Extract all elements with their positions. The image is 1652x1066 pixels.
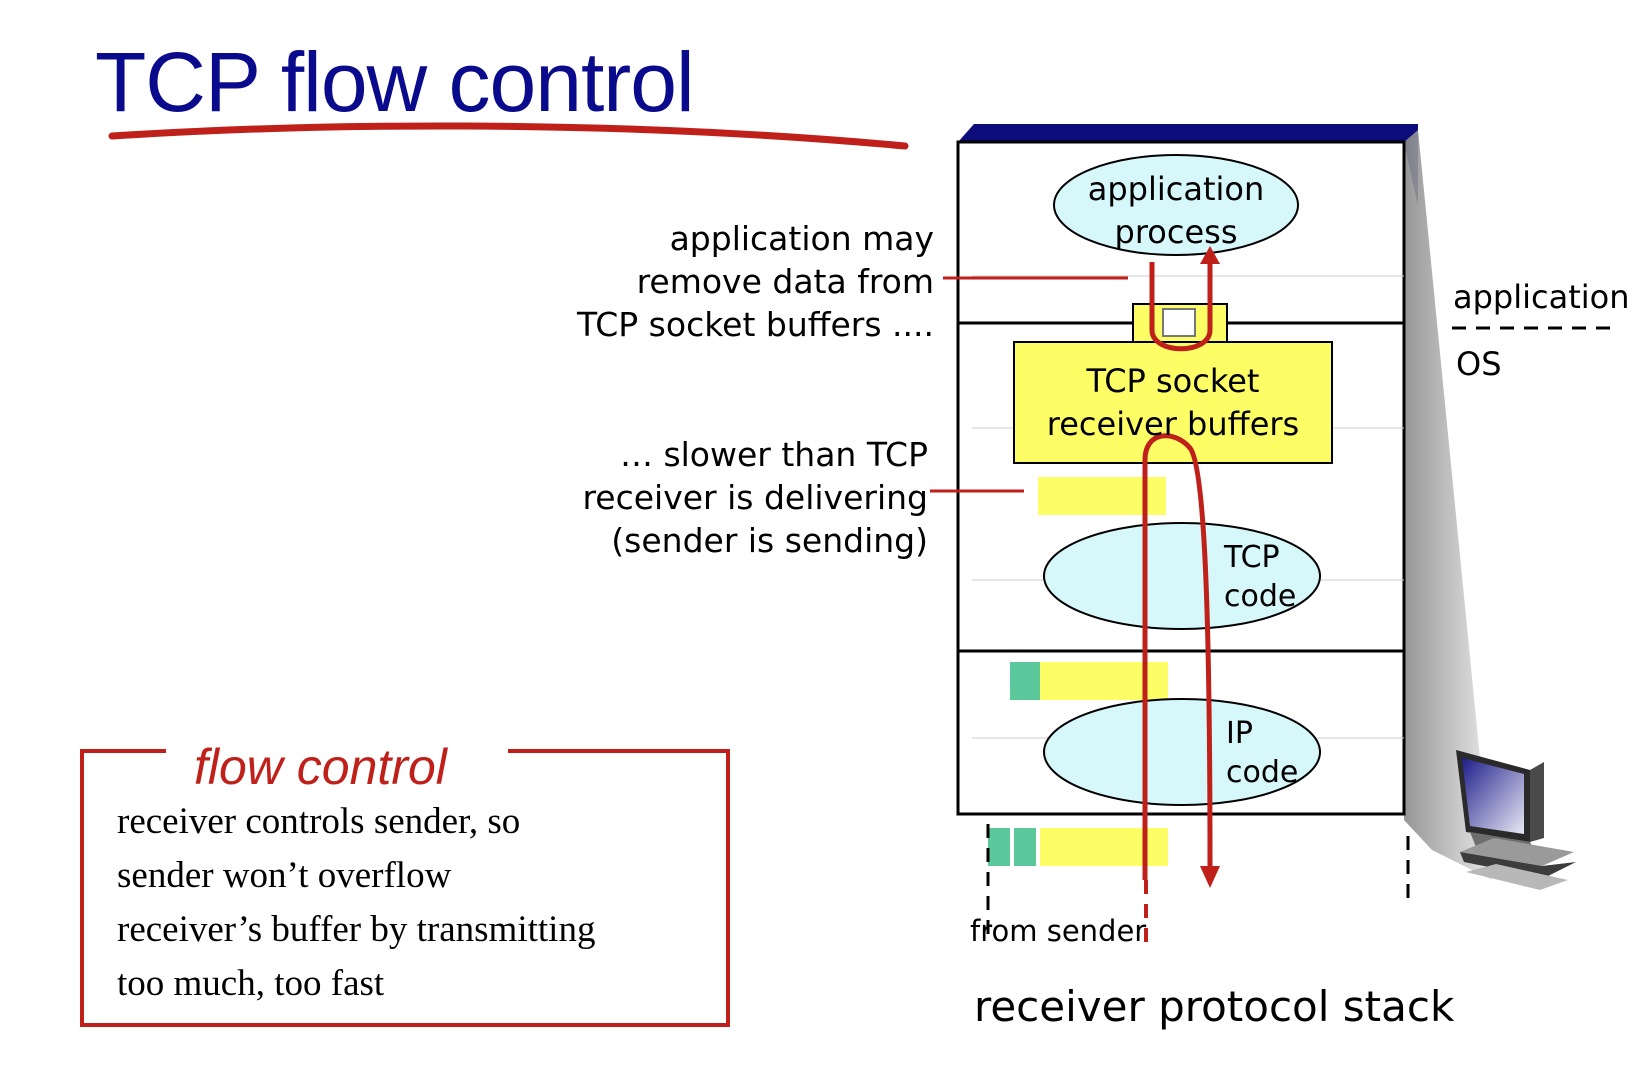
- application-process-label: application process: [1087, 170, 1265, 251]
- page-title: TCP flow control: [95, 35, 695, 129]
- ip-code-ellipse: [1043, 698, 1321, 806]
- layer-label-os: OS: [1456, 345, 1502, 383]
- ip-segment-header: [1010, 662, 1040, 700]
- packet-header-1: [988, 828, 1010, 866]
- packet-header-2: [1014, 828, 1036, 866]
- app-read-loop: [1149, 262, 1213, 352]
- note-remove-data: application may remove data from TCP soc…: [577, 219, 934, 344]
- title-underline: [108, 122, 909, 150]
- app-read-arrowhead: [1200, 246, 1220, 264]
- socket-buffers-label: TCP socket receiver buffers: [1046, 362, 1300, 443]
- packet-data: [1040, 828, 1168, 866]
- tcp-code-ellipse: [1043, 522, 1321, 630]
- ip-code-label: IP code: [1226, 716, 1299, 790]
- data-flow-up-arrow: [1142, 433, 1213, 880]
- ip-segment-data: [1040, 662, 1168, 700]
- socket-receiver-buffers: [1013, 341, 1333, 464]
- note-slower-delivery: … slower than TCP receiver is delivering…: [582, 435, 928, 560]
- flow-control-title: flow control: [188, 738, 453, 796]
- stack-top-edge: [958, 124, 1418, 206]
- stack-projection: [1404, 130, 1492, 880]
- flow-control-box: [80, 749, 730, 1027]
- from-sender-label: from sender: [970, 914, 1147, 948]
- computer-icon: [1456, 750, 1576, 890]
- flow-control-description: receiver controls sender, so sender won’…: [117, 801, 596, 1004]
- application-process-ellipse: [1053, 154, 1299, 256]
- data-flow-down-arrowhead: [1200, 866, 1220, 888]
- socket-small-buffer-slot: [1162, 308, 1196, 337]
- tcp-code-label: TCP code: [1224, 540, 1297, 614]
- stack-caption: receiver protocol stack: [974, 982, 1455, 1031]
- layer-label-application: application: [1453, 278, 1630, 316]
